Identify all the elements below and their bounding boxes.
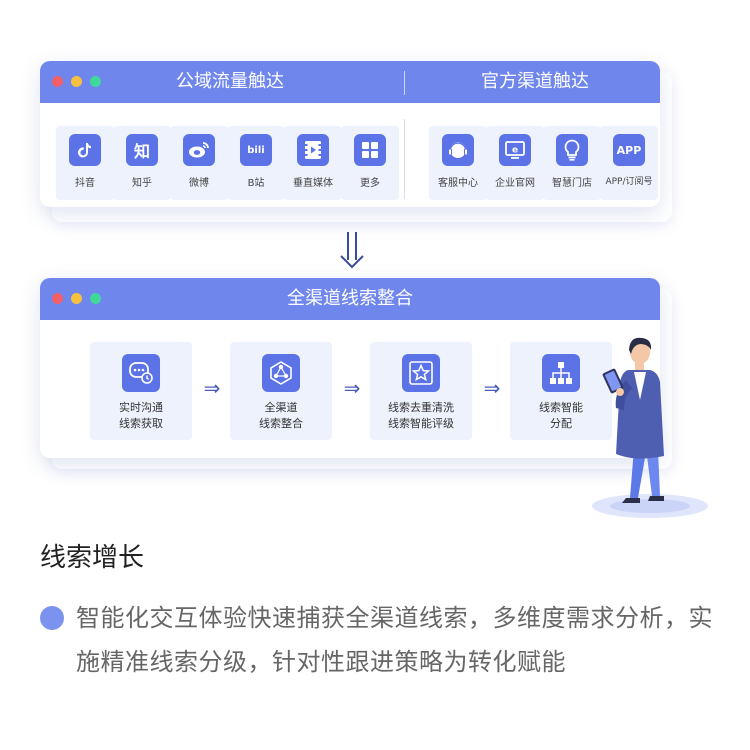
bulb-icon — [556, 134, 588, 166]
svg-text:e: e — [512, 146, 518, 156]
public-traffic-title: 公域流量触达 — [176, 71, 284, 92]
channel-tile-app: APP APP/订阅号 — [600, 126, 658, 200]
maximize-dot — [90, 76, 101, 87]
channel-tile-smart-store: 智慧门店 — [543, 126, 601, 200]
step-smart-distribution: 线索智能 分配 — [510, 342, 612, 440]
channel-tile-douyin: 抖音 — [56, 126, 114, 200]
channel-tile-bilibili: bili B站 — [227, 126, 285, 200]
integration-title: 全渠道线索整合 — [287, 288, 413, 309]
close-dot — [52, 293, 63, 304]
step-arrow-1: ⇒ — [203, 376, 221, 400]
step-realtime-capture: 实时沟通 线索获取 — [90, 342, 192, 440]
step-arrow-3: ⇒ — [483, 376, 501, 400]
header-divider — [404, 71, 405, 95]
window-dots — [52, 293, 101, 304]
video-icon — [297, 134, 329, 166]
channel-tile-zhihu: 知 知乎 — [113, 126, 171, 200]
bilibili-icon: bili — [240, 134, 272, 166]
window-dots — [52, 76, 101, 87]
double-down-arrow-icon — [340, 232, 364, 269]
top-channel-panel: 公域流量触达 官方渠道触达 抖音 知 知乎 微博 bili B站 垂直媒体 — [40, 61, 660, 207]
channel-tile-website: e 企业官网 — [486, 126, 544, 200]
body-divider — [404, 119, 405, 199]
official-channel-title: 官方渠道触达 — [481, 71, 589, 92]
star-icon — [402, 354, 440, 392]
website-icon: e — [499, 134, 531, 166]
channel-tile-more: 更多 — [341, 126, 399, 200]
step-arrow-2: ⇒ — [343, 376, 361, 400]
channel-tile-weibo: 微博 — [170, 126, 228, 200]
channel-tile-service-center: 客服中心 — [429, 126, 487, 200]
headset-icon — [442, 134, 474, 166]
app-icon: APP — [613, 134, 645, 166]
tiktok-icon — [69, 134, 101, 166]
hierarchy-icon — [542, 354, 580, 392]
weibo-icon — [183, 134, 215, 166]
businessman-illustration — [592, 337, 708, 518]
section-description: 智能化交互体验快速捕获全渠道线索，多维度需求分析，实施精准线索分级，针对性跟进策… — [76, 604, 713, 676]
network-icon — [262, 354, 300, 392]
step-omnichannel-integration: 全渠道 线索整合 — [230, 342, 332, 440]
maximize-dot — [90, 293, 101, 304]
chat-clock-icon — [122, 354, 160, 392]
zhihu-icon: 知 — [126, 134, 158, 166]
channel-tile-vertical-media: 垂直媒体 — [284, 126, 342, 200]
integration-panel-header: 全渠道线索整合 — [40, 278, 660, 320]
section-title: 线索增长 — [40, 543, 145, 573]
grid-icon — [354, 134, 386, 166]
top-panel-header: 公域流量触达 官方渠道触达 — [40, 61, 660, 103]
step-dedupe-grading: 线索去重清洗 线索智能评级 — [370, 342, 472, 440]
integration-panel: 全渠道线索整合 实时沟通 线索获取 ⇒ 全渠道 线索整合 ⇒ 线索去重清洗 线索… — [40, 278, 660, 458]
close-dot — [52, 76, 63, 87]
bullet-dot — [40, 606, 64, 630]
minimize-dot — [71, 76, 82, 87]
minimize-dot — [71, 293, 82, 304]
